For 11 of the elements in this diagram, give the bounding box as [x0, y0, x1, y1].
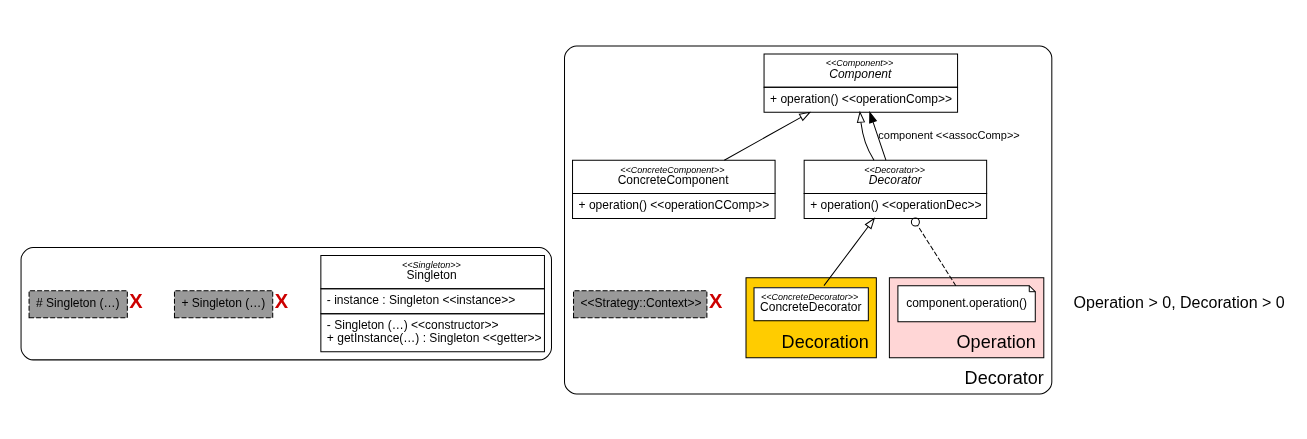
node-label: X: [129, 289, 143, 312]
arrow: [823, 217, 875, 286]
arrow: [869, 111, 887, 161]
connector: [910, 216, 957, 286]
node-label: X: [274, 289, 289, 312]
cluster: [20, 246, 552, 360]
arrow: [723, 111, 811, 161]
node-label: X: [708, 289, 723, 312]
arrow: [856, 111, 875, 161]
edge-label: component <<assocComp>>: [878, 128, 1020, 141]
label: Operation > 0, Decoration > 0: [1073, 292, 1285, 311]
